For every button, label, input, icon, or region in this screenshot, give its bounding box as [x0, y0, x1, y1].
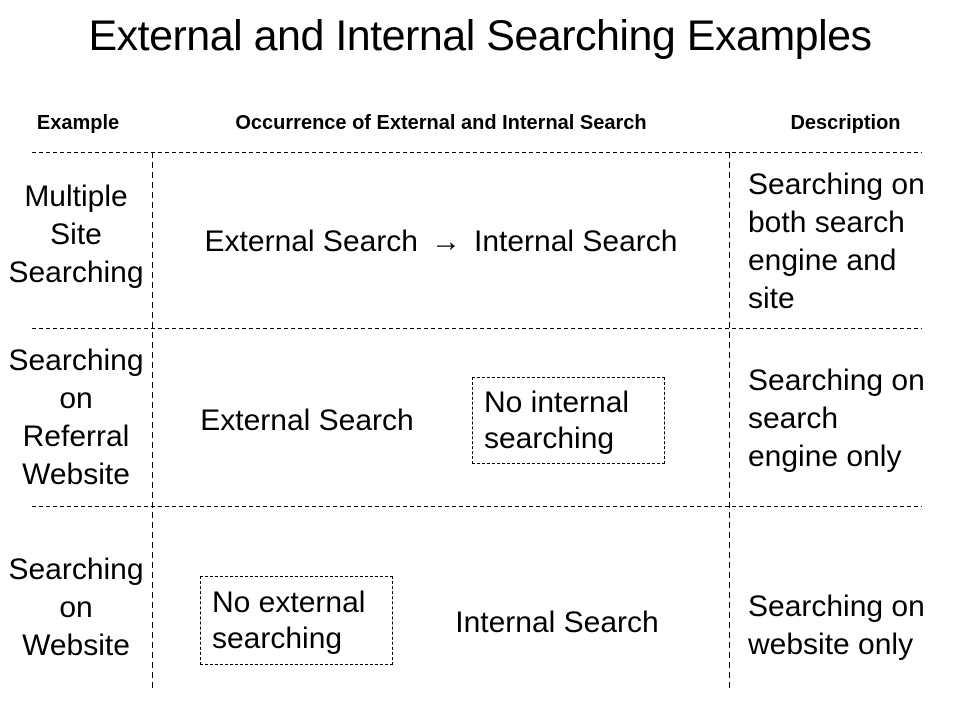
row1-internal-search-label: Internal Search: [474, 225, 678, 258]
column-header-description: Description: [790, 112, 901, 134]
row3-no-external-searching-box: No external searching: [200, 576, 393, 665]
row3-note-label: No external searching: [212, 585, 366, 655]
column-header-example: Example: [36, 112, 120, 134]
column-divider-line-1: [152, 152, 153, 690]
row1-occurrence-flow: External Search → Internal Search: [152, 221, 730, 263]
row-divider-line-1: [32, 328, 922, 329]
row2-no-internal-searching-box: No internal searching: [472, 377, 665, 464]
row-divider-line-2: [32, 506, 922, 507]
row3-description-label: Searching on website only: [748, 590, 925, 661]
row1-external-search-label: External Search: [204, 225, 418, 258]
row2-example-label: Searching on Referral Website: [8, 344, 144, 491]
row3-example-label: Searching on Website: [8, 553, 144, 662]
row3-internal-search-label: Internal Search: [455, 606, 659, 639]
column-divider-line-2: [729, 152, 730, 690]
page-title: External and Internal Searching Examples: [88, 12, 872, 60]
row2-description-label: Searching on search engine only: [748, 364, 925, 473]
header-divider-line: [32, 152, 922, 153]
column-header-occurrence: Occurrence of External and Internal Sear…: [235, 112, 647, 134]
row2-note-label: No internal searching: [484, 385, 630, 455]
right-arrow-icon: →: [431, 225, 461, 258]
row1-description-label: Searching on both search engine and site: [748, 168, 925, 315]
row1-example-label: Multiple Site Searching: [8, 180, 144, 289]
row2-external-search-label: External Search: [200, 404, 414, 437]
